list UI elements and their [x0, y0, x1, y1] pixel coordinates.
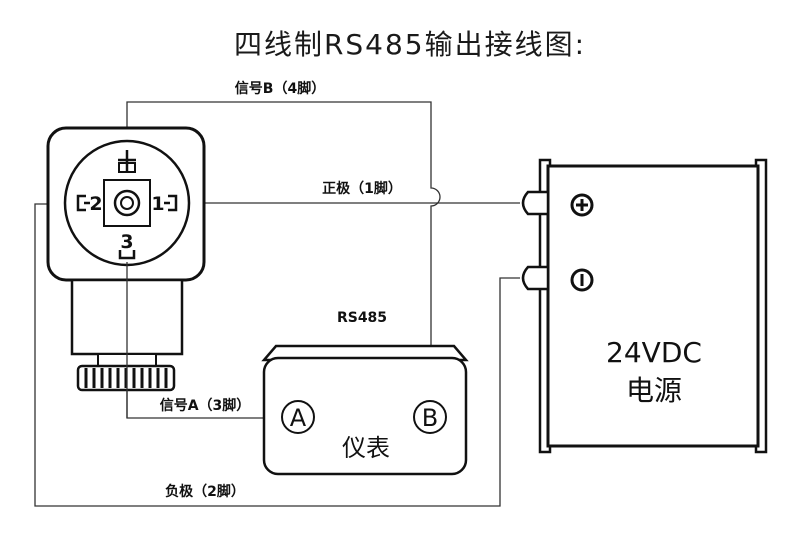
- pin-2-terminal: [76, 194, 90, 212]
- instrument-lid: [261, 344, 469, 362]
- diagram-title: 四线制RS485输出接线图:: [234, 28, 586, 61]
- pin-3-label: 3: [120, 231, 133, 253]
- label-negative: 负极（2脚）: [165, 483, 245, 500]
- instrument-label: 仪表: [342, 434, 390, 462]
- terminal-b-label: B: [422, 404, 438, 432]
- power-voltage-label: 24VDC: [606, 336, 702, 369]
- connector: 1 2 3: [46, 126, 206, 418]
- label-signal-a: 信号A（3脚）: [160, 397, 251, 414]
- label-positive: 正极（1脚）: [322, 180, 402, 197]
- positive-terminal-plug: [521, 190, 550, 216]
- connector-knurled-nut: [76, 364, 176, 392]
- minus-circle-icon: [570, 268, 594, 292]
- power-supply: 24VDC 电源: [521, 158, 768, 454]
- terminal-a-label: A: [290, 404, 307, 432]
- instrument: A B 仪表: [261, 344, 469, 476]
- terminal-a: [281, 400, 315, 434]
- label-rs485: RS485: [337, 310, 387, 326]
- pin-2-label: 2: [89, 193, 102, 215]
- wire-negative: [34, 203, 520, 507]
- ground-pin-icon: [118, 150, 136, 173]
- power-supply-label: 电源: [626, 374, 682, 407]
- wire-signal-b: [126, 101, 441, 346]
- negative-terminal-plug: [521, 265, 550, 291]
- label-signal-b: 信号B（4脚）: [235, 80, 325, 97]
- pin-3-terminal: [118, 250, 136, 260]
- terminal-b: [413, 400, 447, 434]
- pin-1-terminal: [164, 194, 178, 212]
- instrument-body: [262, 356, 468, 476]
- pin-1-label: 1: [151, 193, 164, 215]
- plus-circle-icon: [570, 193, 594, 217]
